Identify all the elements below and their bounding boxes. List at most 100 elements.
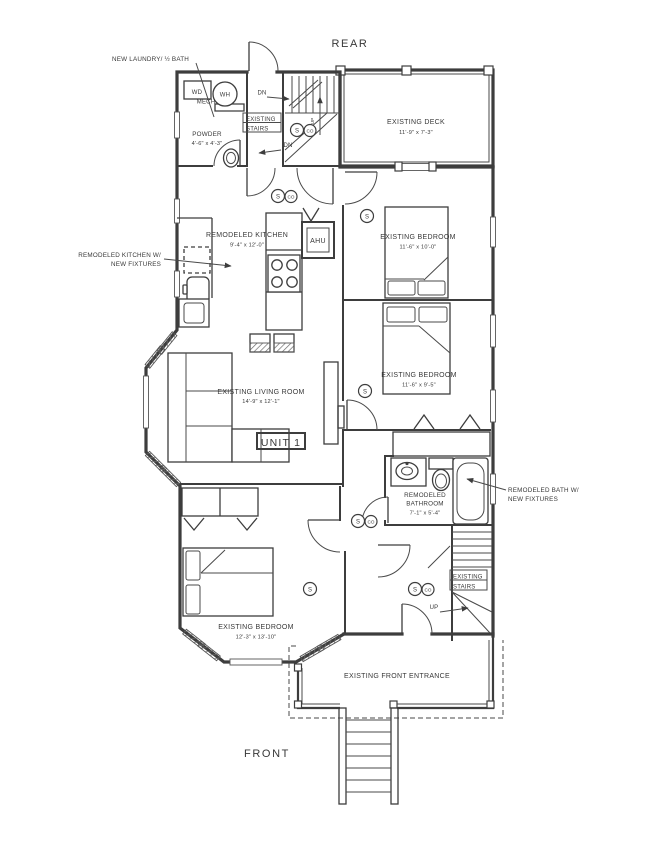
bath-note-line2: NEW FIXTURES <box>508 496 558 503</box>
bedroom-front: EXISTING BEDROOM 12'-3" x 13'-10" <box>182 517 294 641</box>
media-console <box>323 361 339 445</box>
porch-post <box>293 663 303 672</box>
door-swing <box>401 603 433 635</box>
unit-label: UNIT 1 <box>261 437 301 449</box>
bay-window <box>197 640 221 662</box>
bath-note-line1: REMODELED BATH W/ <box>508 487 579 494</box>
svg-text:S: S <box>363 389 367 395</box>
ahu-label: AHU <box>310 238 326 245</box>
svg-text:CO: CO <box>288 194 295 199</box>
bedroom-middle-label: EXISTING BEDROOM <box>381 372 457 379</box>
closet-bedroom-middle <box>392 431 491 457</box>
stove-burner <box>271 259 283 271</box>
bathroom-dims: 7'-1" x 5'-4" <box>410 511 441 517</box>
porch-roof-dashed <box>288 640 504 719</box>
deck-door-post <box>394 161 403 172</box>
bathroom-sink-basin <box>401 466 413 476</box>
bedroom-middle: EXISTING BEDROOM 11'-6" x 9'-5" <box>381 302 481 430</box>
door-swing <box>307 519 341 553</box>
detectors: S CO S CO S S S CO S CO S <box>270 122 435 597</box>
deck-label: EXISTING DECK <box>387 119 445 126</box>
kitchen-note-arrow <box>163 258 232 269</box>
steps-rail <box>338 707 347 805</box>
stairs-bottom: EXISTING STAIRS UP <box>427 531 493 634</box>
kitchen-pantry-dashed <box>183 246 211 274</box>
pillow <box>417 280 446 296</box>
steps-rail <box>390 707 399 805</box>
toilet-bowl <box>435 473 447 489</box>
up-arrow <box>439 606 469 613</box>
stairs-label-line2: STAIRS <box>246 127 268 133</box>
smoke-detector-icon: S <box>350 513 366 529</box>
deck-post <box>483 65 494 76</box>
interior-wall <box>342 429 491 487</box>
kitchen-label: REMODELED KITCHEN <box>206 232 288 239</box>
exterior-wall-north <box>275 70 342 168</box>
window <box>490 314 496 348</box>
stairs-up-label: UP <box>310 118 315 124</box>
kitchen-note-line2: NEW FIXTURES <box>111 261 161 268</box>
co-detector-icon: CO <box>364 514 378 529</box>
pillow <box>386 306 416 323</box>
door-swings <box>213 41 433 635</box>
washer-dryer <box>183 80 212 100</box>
annotations: REAR FRONT NEW LAUNDRY/ ½ BATH REMODELED… <box>78 38 579 760</box>
deck-dims: 11'-9" x 7'-3" <box>399 130 433 136</box>
svg-text:CO: CO <box>368 519 375 524</box>
svg-text:S: S <box>276 194 280 200</box>
deck-inner-rail <box>343 73 490 163</box>
bathroom: REMODELED BATHROOM 7'-1" x 5'-4" <box>390 457 489 525</box>
stairs-label-line1: EXISTING <box>453 575 483 581</box>
stove-burner <box>271 276 283 288</box>
bay-window <box>316 633 342 653</box>
bedroom-rear-dims: 11'-6" x 10'-0" <box>400 245 437 251</box>
bay-window <box>143 375 149 429</box>
media-console-shelf <box>337 405 345 429</box>
interior-wall <box>339 486 346 635</box>
door-swing <box>377 544 411 578</box>
smoke-detector-icon: S <box>357 383 373 399</box>
closet-door-chevron <box>183 517 258 532</box>
smoke-detector-icon: S <box>407 581 423 597</box>
ahu-box <box>306 227 330 253</box>
bedroom-front-dims: 12'-3" x 13'-10" <box>236 635 277 641</box>
washer-dryer-label: WD <box>192 90 203 96</box>
deck-outer-wall <box>338 68 495 168</box>
bedroom-middle-dims: 11'-6" x 9'-5" <box>402 383 436 389</box>
svg-text:S: S <box>295 128 299 134</box>
toilet-bowl <box>226 151 236 165</box>
living-room-label: EXISTING LIVING ROOM <box>217 389 304 396</box>
bathtub <box>452 457 489 525</box>
stairs-label-line1: EXISTING <box>246 117 276 123</box>
co-detector-icon: CO <box>303 123 317 138</box>
unit-label-box <box>256 432 306 450</box>
svg-text:S: S <box>365 214 369 220</box>
window <box>174 111 180 139</box>
kitchen-counter-west <box>177 217 213 298</box>
mech-label: MECH <box>197 100 215 106</box>
porch-rail-inner <box>301 640 490 705</box>
smoke-detector-icon: S <box>302 581 318 597</box>
stairs-label-box <box>242 122 282 133</box>
bathroom-label-line2: BATHROOM <box>406 501 444 508</box>
refrigerator-inner <box>183 302 205 324</box>
window <box>490 389 496 423</box>
bath-note-arrow <box>466 478 507 491</box>
bedroom-front-label: EXISTING BEDROOM <box>218 624 294 631</box>
bed-fold <box>385 256 449 281</box>
door-swing <box>344 171 378 205</box>
deck-door-post <box>428 161 437 172</box>
porch-post <box>293 700 303 709</box>
laundry-note: NEW LAUNDRY/ ½ BATH <box>112 55 189 63</box>
door-swing <box>296 167 334 205</box>
interior-walls <box>176 71 494 641</box>
toilet-tank <box>428 457 454 470</box>
laundry-shelf <box>214 103 245 112</box>
windows <box>143 111 496 666</box>
bathtub-inner <box>456 462 485 521</box>
window <box>174 198 180 224</box>
smoke-detector-icon: S <box>270 188 286 204</box>
living-room: EXISTING LIVING ROOM 14'-9" x 12'-1" UNI… <box>167 352 345 463</box>
pillow <box>418 306 448 323</box>
smoke-detector-icon: S <box>289 122 305 138</box>
